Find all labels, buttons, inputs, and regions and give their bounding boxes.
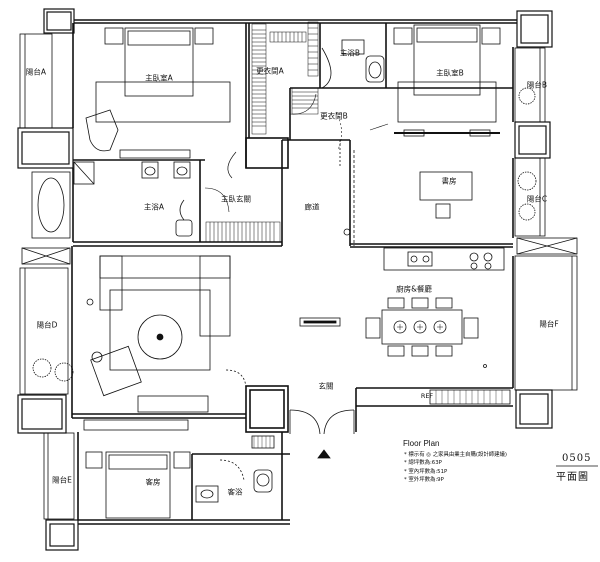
balcony-b-area	[514, 47, 546, 123]
label-guest-bath: 客浴	[227, 487, 243, 497]
balcony-d-area	[19, 267, 69, 395]
label-closet-a: 更衣間A	[256, 66, 284, 76]
legend-note: * 標示有 ◎ 之家具由業主自購(設計師建議)	[404, 452, 507, 458]
living-room-furniture	[86, 255, 247, 413]
legend-note: * 室外坪數為:9P	[404, 476, 444, 483]
label-balcony-c: 陽台C	[526, 194, 548, 204]
label-fridge: REF	[420, 391, 434, 400]
door-swings	[204, 93, 389, 213]
label-master-foyer: 主臥玄關	[221, 194, 251, 204]
label-balcony-f: 陽台F	[539, 319, 559, 329]
plan-title: 平面圖	[556, 472, 589, 483]
label-master-bath-a: 主浴A	[143, 202, 165, 212]
label-guest-room: 客房	[145, 477, 161, 487]
label-balcony-e: 陽台E	[52, 475, 72, 485]
balcony-e-area	[43, 432, 75, 520]
legend-note: * 室內坪數為:51P	[404, 468, 448, 475]
master-bedroom-b-furniture	[393, 24, 501, 137]
plan-number: 0505	[562, 453, 592, 464]
structural-columns	[17, 8, 553, 551]
study-furniture	[339, 140, 473, 246]
balcony-a-area	[19, 33, 53, 129]
label-master-bedroom-b: 主臥室B	[436, 68, 464, 78]
label-kitchen-dining: 廚房&餐廳	[396, 284, 432, 294]
legend-notes: * 標示有 ◎ 之家具由業主自購(設計師建議) * 總坪數為:63P * 室內坪…	[404, 451, 507, 484]
label-master-bedroom-a: 主臥室A	[145, 73, 173, 83]
legend-title: Floor Plan	[403, 439, 440, 448]
master-bedroom-a-furniture	[85, 27, 231, 159]
kitchen-counter	[383, 247, 505, 271]
label-entrance: 玄關	[318, 381, 334, 391]
master-foyer-cabinet	[205, 151, 281, 243]
entrance-doors	[289, 389, 511, 459]
label-balcony-d: 陽台D	[36, 320, 58, 330]
label-balcony-b: 陽台B	[526, 80, 548, 90]
walls	[71, 19, 517, 525]
label-study: 書房	[441, 176, 457, 186]
balcony-c-area	[514, 157, 546, 237]
dining-table	[299, 297, 487, 368]
label-master-bath-b: 主浴B	[339, 48, 361, 58]
label-balcony-a: 陽台A	[25, 67, 47, 77]
legend-note: * 總坪數為:63P	[404, 460, 442, 467]
guest-room-furniture	[83, 419, 275, 519]
label-corridor: 廊道	[304, 202, 320, 212]
label-closet-b: 更衣間B	[320, 111, 348, 121]
master-bath-a-fixtures	[31, 161, 193, 239]
closet-a-rails	[251, 21, 319, 135]
balconies	[19, 33, 578, 520]
master-bath-b-fixtures	[321, 39, 385, 89]
balcony-f-area	[514, 255, 578, 391]
guest-bath-fixtures	[195, 459, 273, 503]
